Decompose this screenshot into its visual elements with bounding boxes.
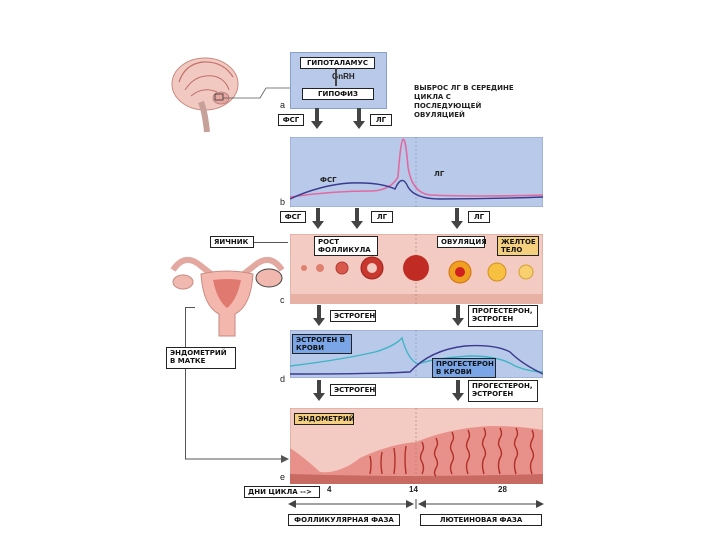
down-arrow-icon — [313, 380, 325, 401]
corpus-luteum-label: ЖЕЛТОЕ ТЕЛО — [497, 236, 539, 256]
estrogen-box-1: ЭСТРОГЕН — [330, 310, 376, 322]
down-arrow-icon — [451, 208, 463, 229]
lh-box-2: ЛГ — [371, 211, 393, 223]
fsh-box-2: ФСГ — [280, 211, 306, 223]
uterus-illustration — [170, 257, 285, 337]
right-arrow-icon — [185, 455, 289, 463]
progesterone-blood-label: ПРОГЕСТЕРОН В КРОВИ — [432, 358, 496, 378]
follicle-growth-label: РОСТ ФОЛЛИКУЛА — [314, 236, 378, 256]
pituitary-label: ГИПОФИЗ — [302, 88, 374, 100]
lh-box-1: ЛГ — [370, 114, 392, 126]
fsh-box-1: ФСГ — [278, 114, 304, 126]
down-arrow-icon — [452, 305, 464, 326]
lh-box-3: ЛГ — [468, 211, 490, 223]
graph-label-fsh: ФСГ — [320, 176, 337, 184]
brain-illustration — [171, 57, 239, 133]
cycle-days-text: ДНИ ЦИКЛА — [248, 488, 298, 496]
down-arrow-icon — [311, 108, 323, 129]
panel-letter-d: d — [280, 374, 286, 384]
hormone-graph — [290, 137, 543, 207]
lh-curve — [290, 138, 543, 198]
lh-peak-note: ВЫБРОС ЛГ В СЕРЕДИНЕ ЦИКЛА С ПОСЛЕДУЮЩЕЙ… — [414, 84, 514, 119]
uterus-to-panel-e-line — [185, 369, 186, 459]
day-14: 14 — [409, 485, 418, 494]
uterus-endometrium-label: ЭНДОМЕТРИЙ В МАТКЕ — [166, 347, 236, 369]
ovulation-label: ОВУЛЯЦИЯ — [437, 236, 487, 248]
progesterone-curve — [290, 344, 543, 375]
ovary-label: ЯИЧНИК — [210, 236, 254, 248]
luteal-phase-label: ЛЮТЕИНОВАЯ ФАЗА — [420, 514, 542, 526]
endometrium-label: ЭНДОМЕТРИЙ — [294, 413, 355, 425]
gnrh-arrow — [335, 68, 337, 86]
fsh-curve — [290, 179, 543, 200]
down-arrow-icon — [353, 108, 365, 129]
panel-letter-e: e — [280, 472, 286, 482]
brain-connector-line — [223, 87, 290, 99]
graph-label-lh: ЛГ — [434, 170, 445, 178]
down-arrow-icon — [452, 380, 464, 401]
ovary-connector — [254, 242, 288, 243]
panel-letter-c: c — [280, 295, 285, 305]
progesterone-box-1: ПРОГЕСТЕРОН, ЭСТРОГЕН — [468, 305, 538, 327]
gnrh-label: GnRH — [332, 72, 355, 81]
day-4: 4 — [327, 485, 332, 494]
follicular-phase-label: ФОЛЛИКУЛЯРНАЯ ФАЗА — [288, 514, 400, 526]
panel-letter-a: a — [280, 100, 286, 110]
uterus-connector-h — [185, 307, 195, 308]
panel-letter-b: b — [280, 197, 286, 207]
hypothalamus-label: ГИПОТАЛАМУС — [300, 57, 375, 69]
cycle-days-label: ДНИ ЦИКЛА --> — [244, 486, 320, 498]
endometrium-panel — [290, 408, 543, 484]
day-28: 28 — [498, 485, 507, 494]
down-arrow-icon — [312, 208, 324, 229]
uterus-connector-v — [185, 307, 186, 352]
down-arrow-icon — [351, 208, 363, 229]
estrogen-box-2: ЭСТРОГЕН — [330, 384, 376, 396]
phase-arrows — [288, 499, 544, 509]
estrogen-blood-label: ЭСТРОГЕН В КРОВИ — [292, 334, 352, 354]
progesterone-box-2: ПРОГЕСТЕРОН, ЭСТРОГЕН — [468, 380, 538, 402]
down-arrow-icon — [313, 305, 325, 326]
